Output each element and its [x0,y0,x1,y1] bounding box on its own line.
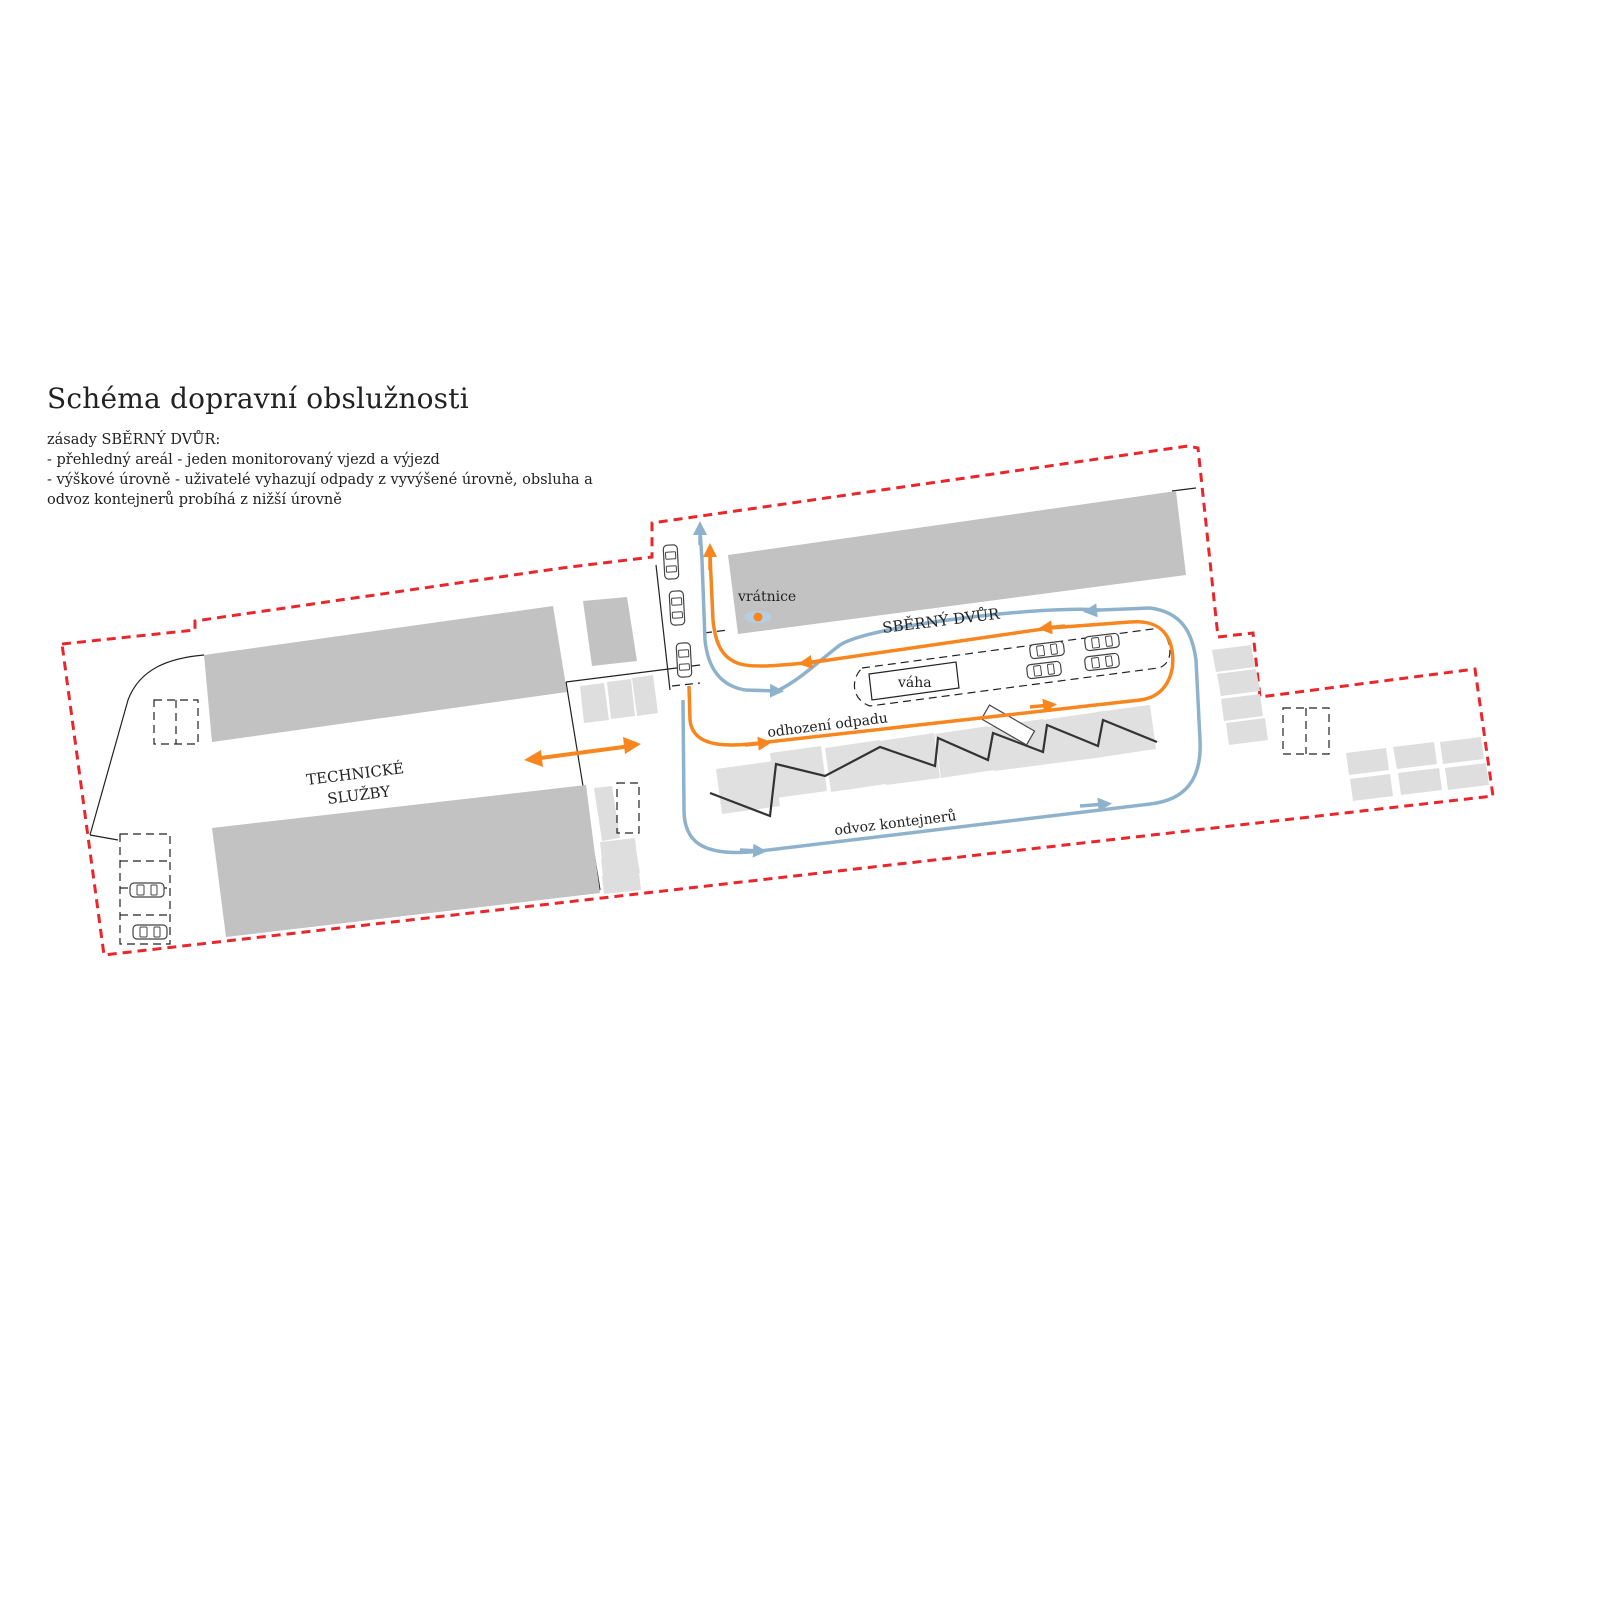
parking-pads [580,645,1489,894]
building-north-east [728,491,1186,634]
technical-services-label-1: TECHNICKÉ [305,759,405,789]
user-route [687,543,1175,751]
service-route [681,521,1202,858]
notes-line-3: odvoz kontejnerů probíhá z nižší úrovně [47,492,342,508]
scale-platform [868,661,960,701]
page-title: Schéma dopravní obslužnosti [47,382,469,415]
notes-line-2: - výškové úrovně - uživatelé vyhazují od… [47,472,593,488]
building-south-west [212,785,600,937]
site-boundary [60,444,1495,957]
retaining-wall [709,718,1158,818]
principles-notes: zásady SBĚRNÝ DVŮR: - přehledný areál - … [47,430,593,510]
building-north-west [204,606,567,742]
notes-line-1: - přehledný areál - jeden monitorovaný v… [47,452,440,468]
building-small [583,597,637,666]
gatehouse-label: vrátnice [737,589,796,605]
two-way-arrow [524,737,641,767]
scale-label: váha [897,675,932,691]
technical-services-label-2: SLUŽBY [326,782,392,808]
notes-heading: zásady SBĚRNÝ DVŮR: [47,432,221,448]
buildings [204,491,1186,937]
gatehouse-dot [753,612,763,622]
